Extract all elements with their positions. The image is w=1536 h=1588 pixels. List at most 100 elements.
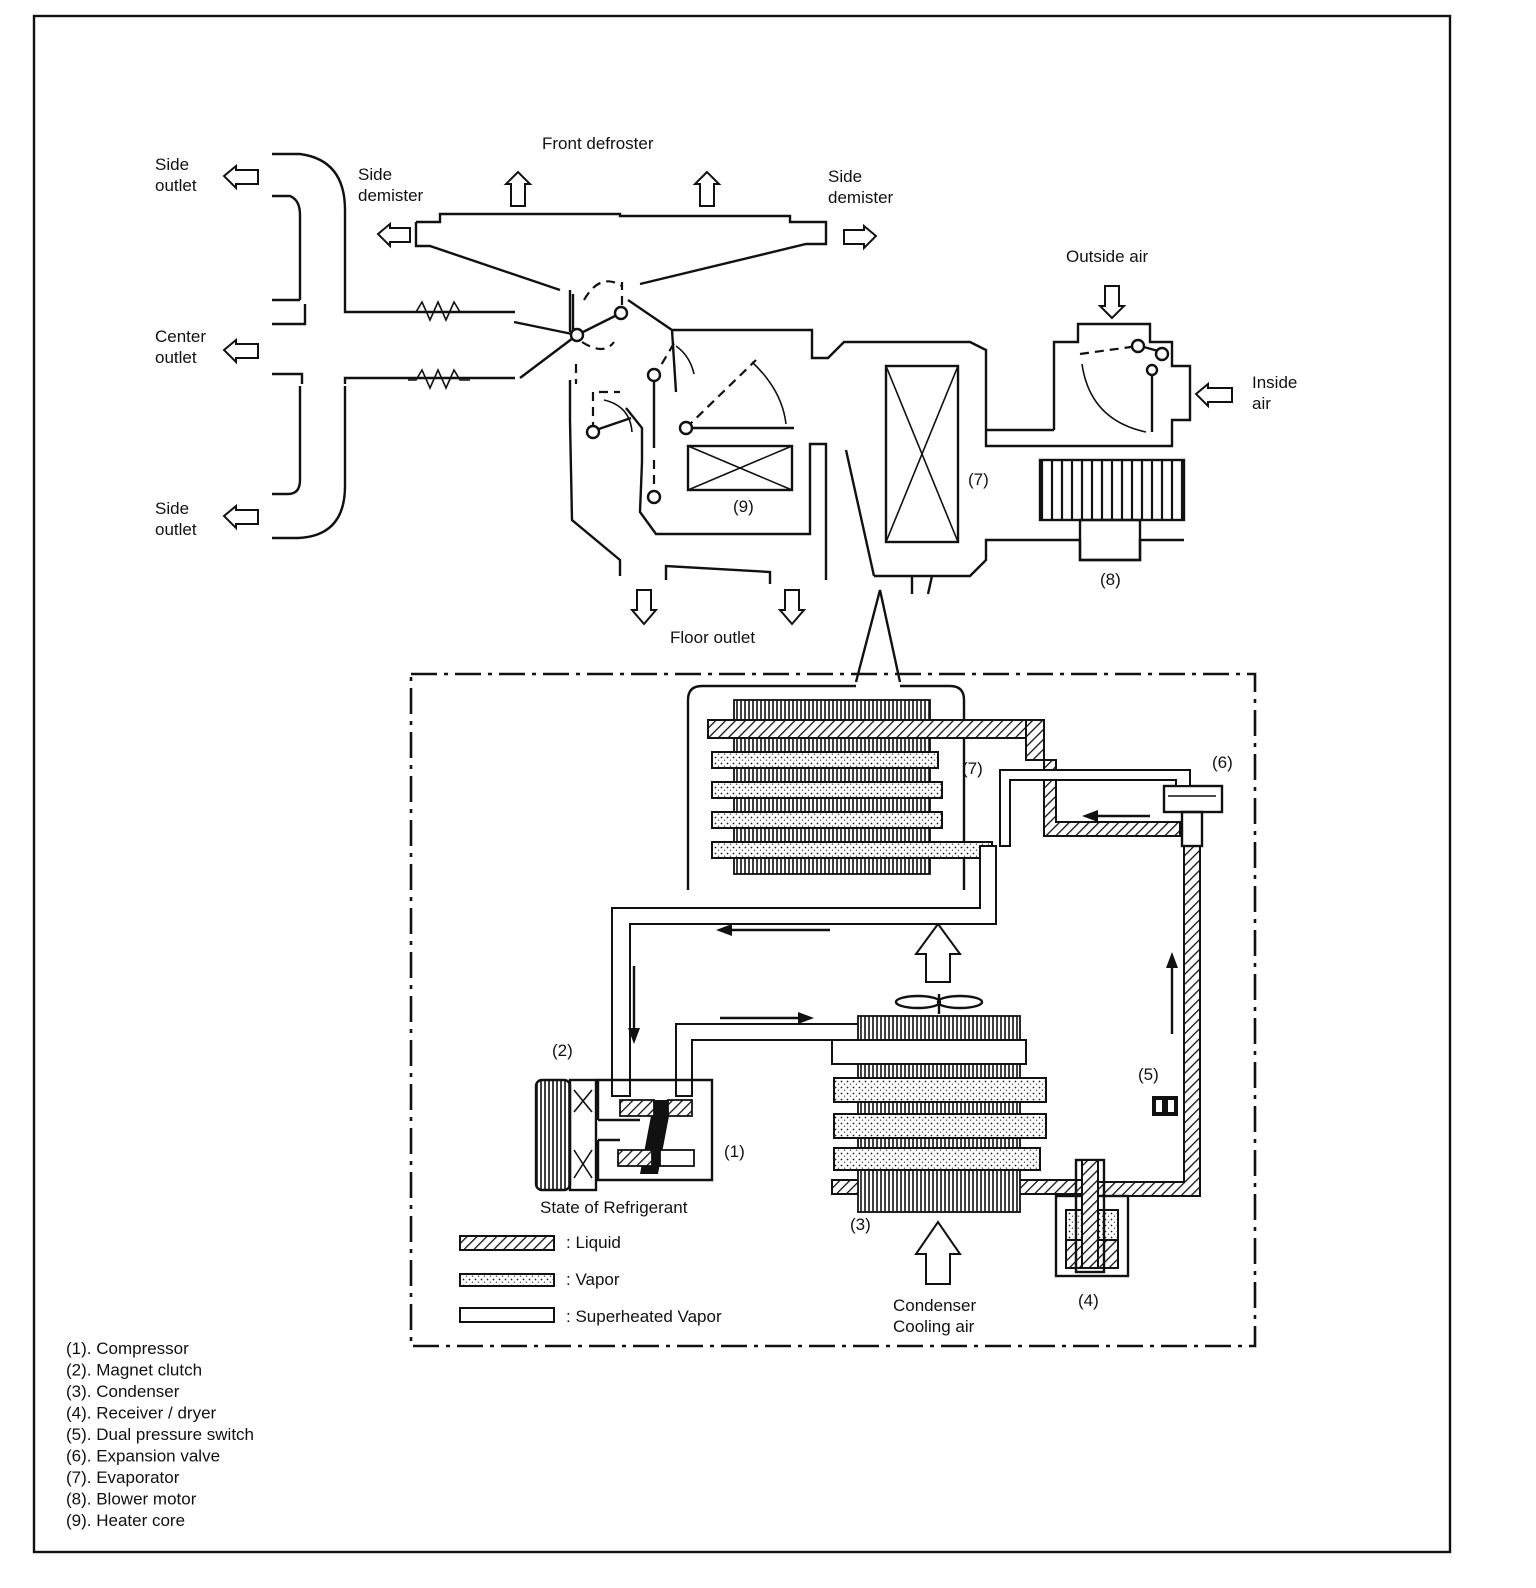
door-sweep-4: [591, 390, 620, 431]
callout-expansion-valve: (6): [1212, 753, 1233, 772]
legend-item: (6). Expansion valve: [66, 1447, 220, 1466]
front-defroster-label: Front defroster: [542, 134, 654, 153]
upper-side-duct: [272, 152, 347, 306]
condenser-air-arrow-bottom: [914, 1220, 962, 1285]
refrigerant-circuit: [409, 589, 1257, 1348]
callout-blower-motor: (8): [1100, 570, 1121, 589]
liquid-line: [1043, 759, 1181, 837]
swing-arrow-3: [751, 361, 787, 425]
compressor: [534, 1078, 714, 1192]
pivot-2: [613, 305, 629, 321]
pivot-4: [585, 424, 601, 440]
side-outlet-arrow-lower: [222, 503, 259, 531]
floor-outlet-duct: [664, 564, 772, 584]
intake-pivot-2: [1154, 346, 1170, 362]
circuit-frame: [409, 672, 1257, 1348]
callout-dual-pressure-switch: (5): [1138, 1065, 1159, 1084]
refrigerant-state-title: State of Refrigerant: [540, 1198, 688, 1217]
intake-door: [1079, 344, 1139, 356]
mode-door-links: [513, 310, 624, 379]
callout-condenser: (3): [850, 1215, 871, 1234]
legend-item: (4). Receiver / dryer: [66, 1404, 217, 1423]
legend-item: (7). Evaporator: [66, 1468, 180, 1487]
side-demister-arrow-right: [843, 223, 878, 251]
floor-outlet-label: Floor outlet: [670, 628, 755, 647]
swing-arrow-1: [603, 399, 633, 433]
evaporator-detail-frame: [686, 684, 966, 890]
hvac-unit: [272, 152, 1192, 595]
vapor-label: : Vapor: [566, 1270, 620, 1289]
evaporator: [884, 364, 960, 544]
legend-item: (3). Condenser: [66, 1382, 180, 1401]
side-outlet-arrow-upper: [222, 163, 259, 191]
evaporator-housing: [844, 340, 1054, 595]
callout-compressor: (1): [724, 1142, 745, 1161]
condenser: [831, 1015, 1047, 1213]
callout-evaporator: (7): [968, 470, 989, 489]
inside-air-arrow: [1194, 381, 1233, 409]
callout-heater-core: (9): [733, 497, 754, 516]
callout-receiver-dryer: (4): [1078, 1291, 1099, 1310]
compressor-body: [596, 1078, 714, 1182]
legend-item: (1). Compressor: [66, 1339, 189, 1358]
blower-housing: [1040, 322, 1192, 562]
liquid-swatch: [459, 1235, 555, 1251]
expansion-valve: [1162, 784, 1224, 848]
suction-line: [611, 845, 997, 1097]
legend-item: (2). Magnet clutch: [66, 1361, 202, 1380]
condenser-air-arrow-top: [914, 922, 962, 983]
lower-side-duct: [272, 386, 347, 540]
defroster-arrow-right: [692, 170, 722, 207]
airflow-arrows: [222, 163, 1233, 1285]
page-frame: [32, 14, 1452, 1554]
side-demister-arrow-left: [376, 221, 411, 249]
liquid-label: : Liquid: [566, 1233, 621, 1252]
callout-cone: [854, 589, 902, 683]
intake-swing-arrow: [1081, 363, 1147, 433]
floor-arrow-left: [629, 589, 659, 626]
heater-core: [686, 444, 794, 492]
outside-air-arrow: [1097, 285, 1127, 320]
defroster-duct: [414, 212, 828, 292]
magnet-clutch-pulley: [534, 1078, 572, 1192]
door-sweep-2: [581, 341, 615, 351]
door-sweep-1: [583, 280, 623, 301]
superheated-swatch: [459, 1307, 555, 1323]
outside-air-label: Outside air: [1066, 247, 1149, 266]
intake-pivot-1: [1130, 338, 1146, 354]
lower-spring: [408, 368, 470, 390]
condenser-fan: [894, 994, 984, 1014]
flow-arrows: [628, 810, 1178, 1044]
blower-fan: [1038, 458, 1186, 522]
pivot-5: [678, 420, 694, 436]
liquid-line-riser: [1089, 845, 1201, 1197]
evaporator-detail: [707, 699, 1045, 875]
upper-spring: [408, 300, 470, 322]
legend-item: (5). Dual pressure switch: [66, 1425, 254, 1444]
receiver-dryer: [1054, 1158, 1130, 1278]
mode-door-housing: [568, 290, 900, 580]
center-outlet-arrow: [222, 337, 259, 365]
intake-pivot-3: [1145, 363, 1159, 377]
door-sweep-7: [685, 359, 757, 429]
pivot-1: [569, 327, 585, 343]
defroster-arrow-left: [503, 170, 533, 207]
legend-item: (8). Blower motor: [66, 1490, 197, 1509]
legend-item: (9). Heater core: [66, 1511, 185, 1530]
floor-arrow-right: [777, 589, 807, 626]
vapor-swatch: [459, 1273, 555, 1287]
pivot-6: [646, 489, 662, 505]
magnet-clutch: [568, 1078, 598, 1192]
callout-magnet-clutch: (2): [552, 1041, 573, 1060]
superheated-vapor-label: : Superheated Vapor: [566, 1307, 722, 1326]
center-duct: [272, 304, 515, 384]
blower-motor: [1078, 518, 1142, 562]
